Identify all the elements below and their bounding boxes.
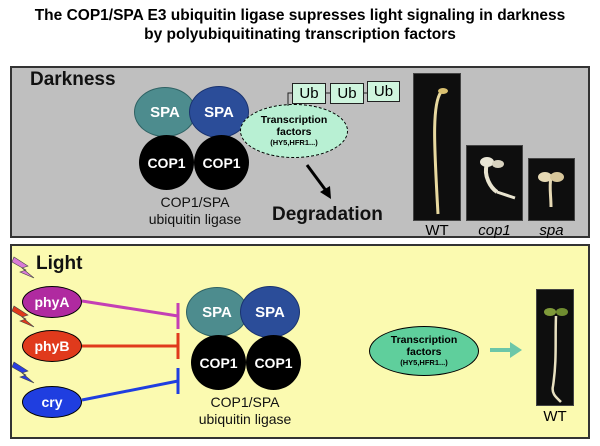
seedling-cop1-drawing bbox=[480, 157, 516, 200]
ubiquitin-tag-1: Ub bbox=[292, 83, 326, 104]
complex-caption-dark-line-2: ubiquitin ligase bbox=[148, 211, 242, 227]
title-line-1: The COP1/SPA E3 ubiquitin ligase supress… bbox=[34, 7, 566, 24]
photo-label-cop1: cop1 bbox=[478, 222, 511, 239]
tf-dark-line-2: factors bbox=[276, 126, 312, 138]
seedling-photo-cop1 bbox=[466, 145, 523, 221]
tf-light-line-2: factors bbox=[406, 346, 442, 358]
photo-label-spa: spa bbox=[539, 222, 564, 239]
photoreceptor-cry: cry bbox=[22, 386, 82, 418]
inhibition-line-phya bbox=[81, 299, 179, 318]
photo-label-wt-light: WT bbox=[543, 408, 567, 425]
seedling-wt-dark-drawing bbox=[433, 88, 448, 215]
light-arrow-head bbox=[510, 342, 522, 358]
tf-light-line-3: (HY5,HFR1...) bbox=[400, 358, 448, 367]
degradation-label: Degradation bbox=[272, 204, 383, 225]
diagram-title: The COP1/SPA E3 ubiquitin ligase supress… bbox=[0, 6, 600, 44]
tf-light-line-1: Transcription bbox=[390, 334, 458, 346]
light-panel bbox=[10, 244, 590, 439]
complex-caption-light-line-2: ubiquitin ligase bbox=[198, 411, 292, 427]
seedling-photo-spa bbox=[528, 158, 575, 221]
complex-caption-light-line-1: COP1/SPA bbox=[210, 394, 280, 410]
cop1-left-dark: COP1 bbox=[139, 135, 194, 190]
cop1-right-light: COP1 bbox=[246, 335, 301, 390]
transcription-factors-light: Transcription factors (HY5,HFR1...) bbox=[369, 326, 479, 376]
seedling-photo-wt-dark bbox=[413, 73, 461, 221]
tf-dark-line-1: Transcription bbox=[260, 114, 328, 126]
tf-dark-line-3: (HY5,HFR1...) bbox=[270, 138, 318, 147]
complex-caption-dark: COP1/SPA ubiquitin ligase bbox=[140, 194, 250, 228]
ubiquitin-tag-2: Ub bbox=[330, 83, 364, 104]
ub-connector-to-tf bbox=[287, 92, 292, 106]
seedling-spa-drawing bbox=[538, 172, 564, 208]
photo-label-wt-dark: WT bbox=[425, 222, 449, 239]
cop1-right-dark: COP1 bbox=[194, 135, 249, 190]
complex-caption-dark-line-1: COP1/SPA bbox=[160, 194, 230, 210]
darkness-label: Darkness bbox=[30, 69, 116, 90]
complex-caption-light: COP1/SPA ubiquitin ligase bbox=[190, 394, 300, 428]
seedling-wt-light-drawing bbox=[544, 308, 568, 403]
degradation-arrow-head bbox=[320, 186, 331, 199]
lightning-bolt-phya-icon bbox=[11, 256, 35, 279]
photoreceptor-phyb: phyB bbox=[22, 330, 82, 362]
spa-right-dark: SPA bbox=[189, 86, 249, 138]
degradation-arrow-shaft bbox=[305, 164, 329, 193]
lightning-bolt-phyb-icon bbox=[11, 305, 35, 328]
cop1-left-light: COP1 bbox=[191, 335, 246, 390]
lightning-bolt-cry-icon bbox=[11, 361, 35, 384]
title-line-2: by polyubiquitinating transcription fact… bbox=[144, 26, 456, 43]
inhibition-line-cry bbox=[81, 379, 179, 402]
light-label: Light bbox=[36, 253, 83, 274]
spa-right-light: SPA bbox=[240, 286, 300, 338]
seedling-photo-wt-light bbox=[536, 289, 574, 406]
ubiquitin-tag-3: Ub bbox=[367, 81, 400, 102]
transcription-factors-dark: Transcription factors (HY5,HFR1...) bbox=[240, 104, 348, 158]
photoreceptor-phya: phyA bbox=[22, 286, 82, 318]
